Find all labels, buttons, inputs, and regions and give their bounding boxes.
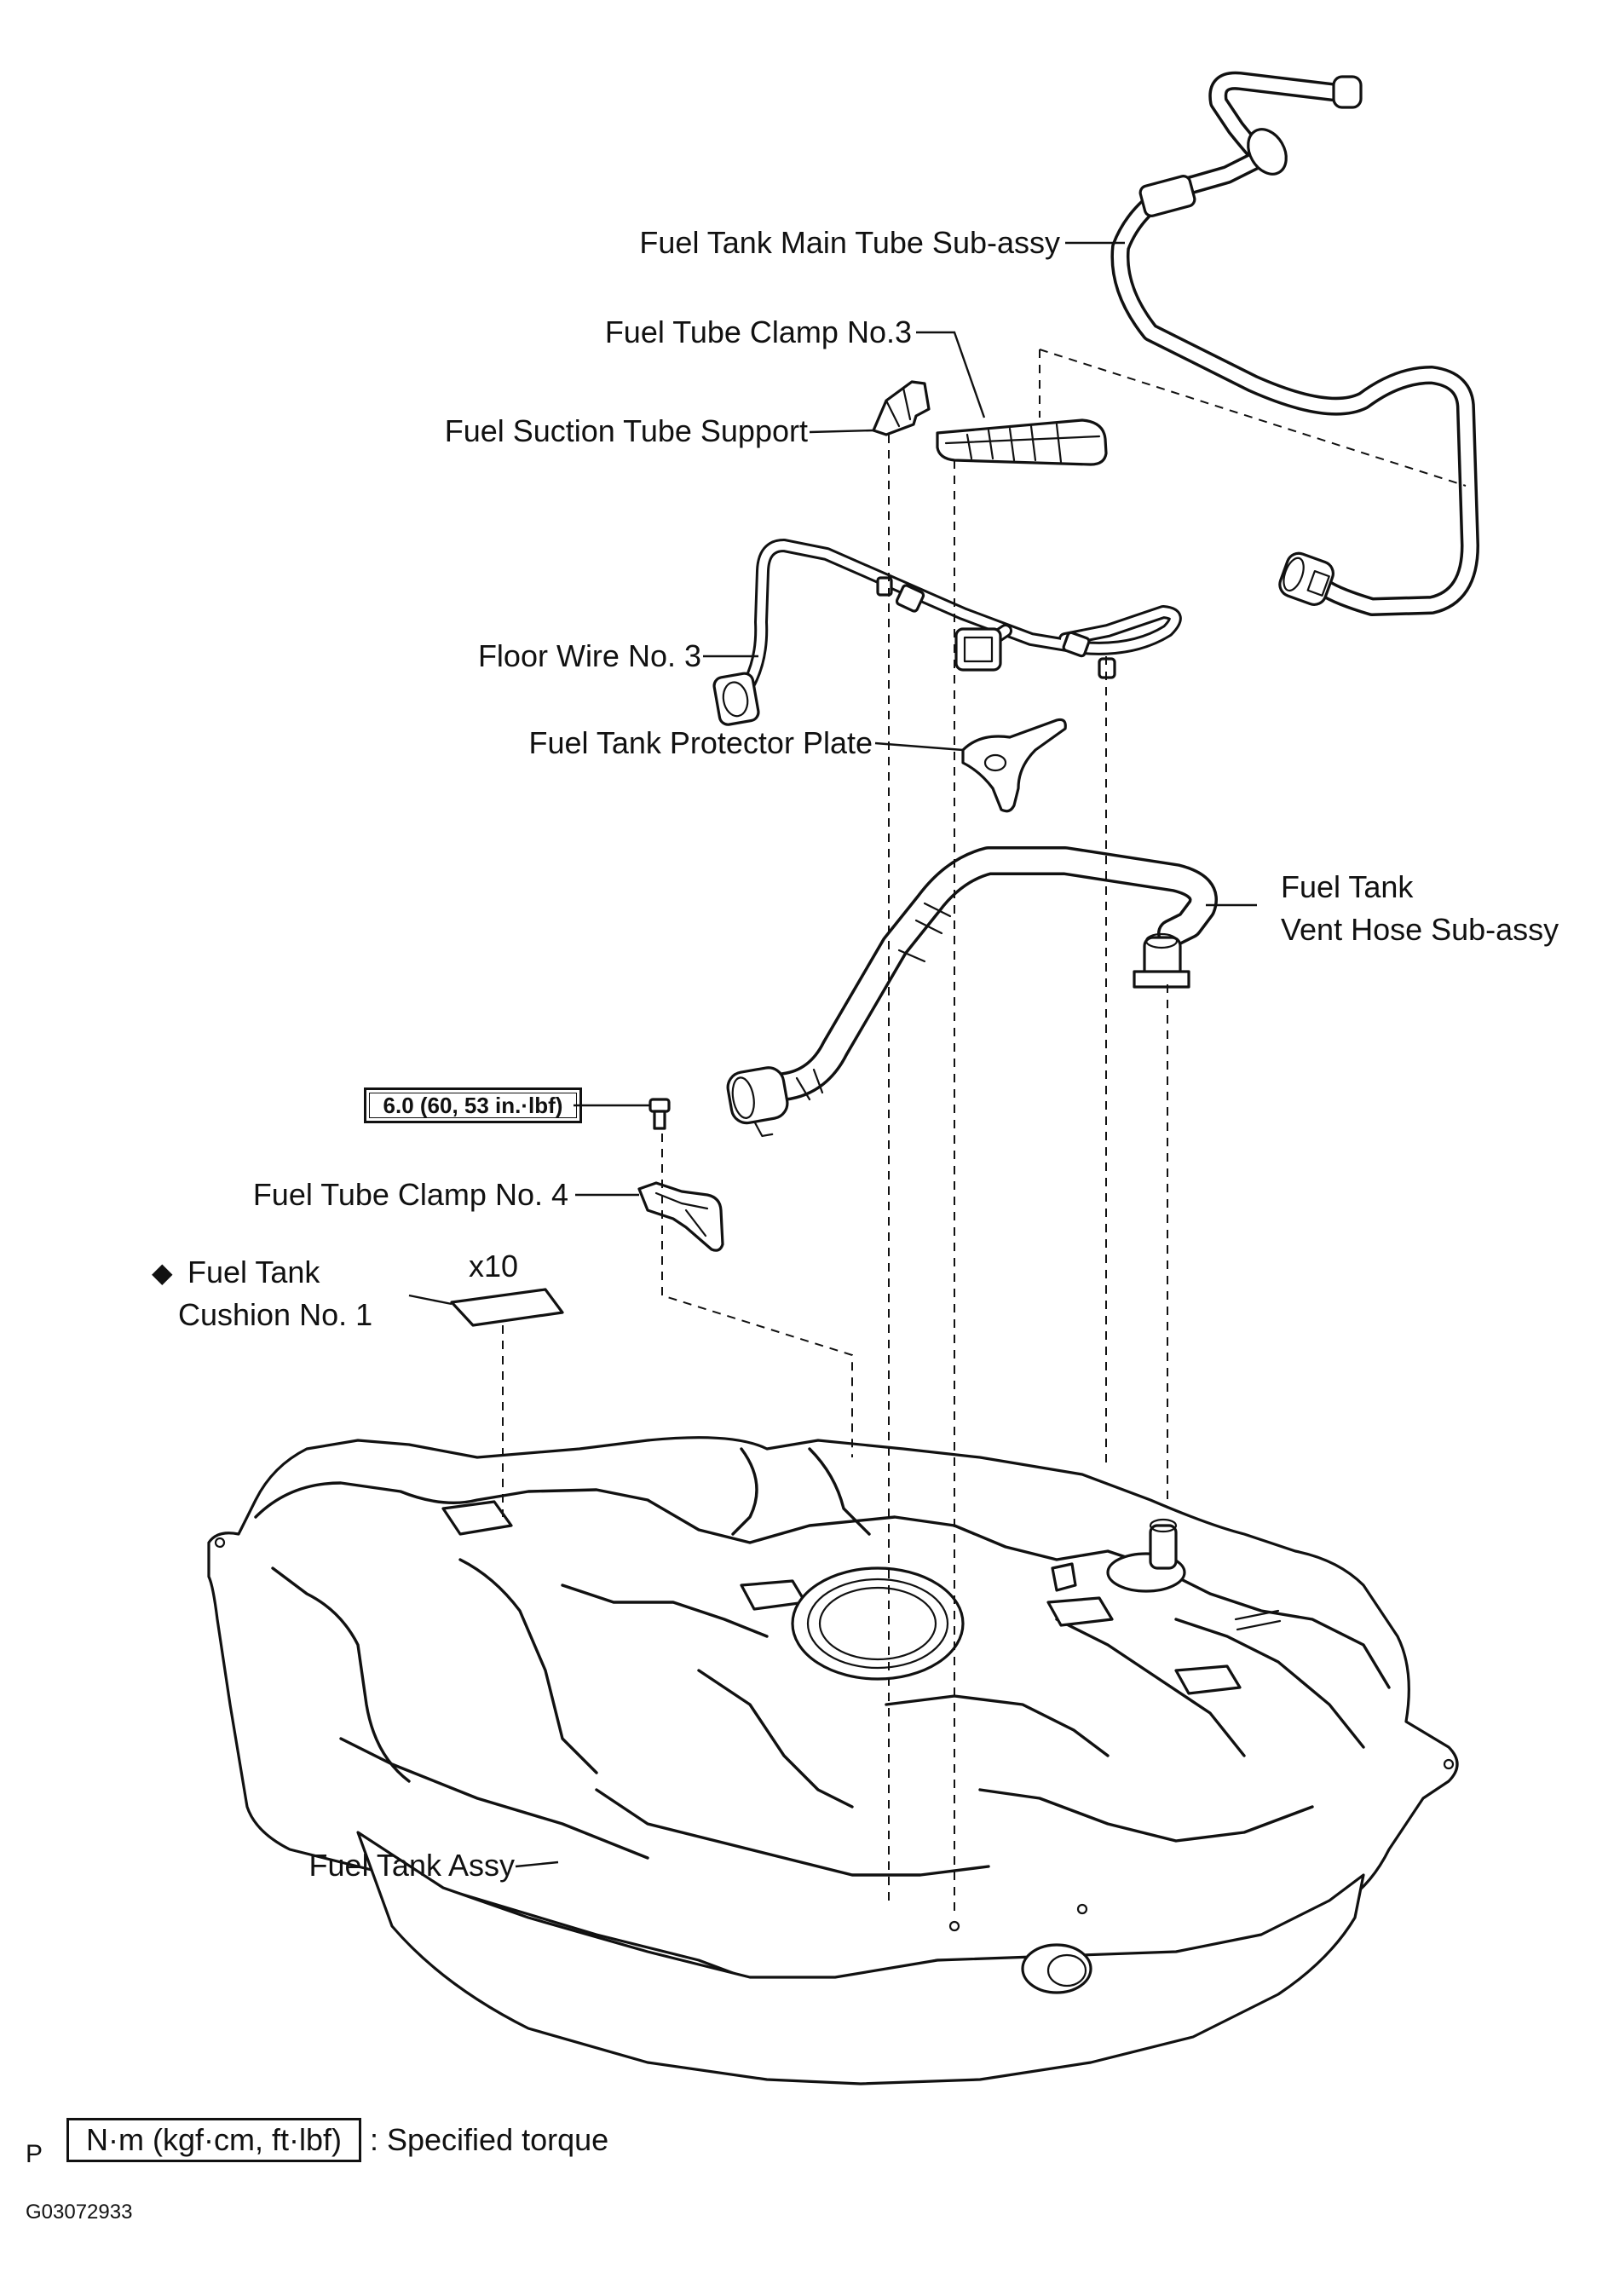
torque-legend-description: : Specified torque [370,2122,609,2157]
fuel-tube-clamp-no4-part [637,1181,724,1252]
fuel-tank-assy-part [207,1436,1459,2085]
fuel-tube-clamp-no3-part [936,418,1108,466]
label-protector-plate: Fuel Tank Protector Plate [528,725,873,760]
label-suction-support: Fuel Suction Tube Support [444,413,808,448]
fuel-tank-vent-hose-part [726,846,1218,1138]
fuel-tank-main-tube-part [1110,71,1479,616]
label-clamp-no4: Fuel Tube Clamp No. 4 [252,1177,568,1212]
bolt-part [648,1098,671,1130]
prefix-mark: P [26,2140,43,2168]
floor-wire-no3-part [712,539,1182,726]
fuel-suction-tube-support-part [872,380,931,436]
label-clamp-no3: Fuel Tube Clamp No.3 [604,314,912,349]
leader-lines [408,241,1257,1868]
label-vent-hose-line1: Fuel Tank [1281,869,1414,904]
alignment-lines [502,349,1467,1918]
label-tank-assy: Fuel Tank Assy [308,1848,515,1883]
label-cushion-line2: Cushion No. 1 [178,1297,373,1332]
torque-spec-value: 6.0 (60, 53 in.·lbf) [383,1093,563,1118]
drawing-id: G03072933 [26,2201,133,2224]
non-reusable-diamond-icon: ◆ [152,1257,173,1288]
label-cushion-qty: x10 [469,1249,519,1284]
label-floor-wire: Floor Wire No. 3 [477,638,701,673]
torque-spec-box: 6.0 (60, 53 in.·lbf) [364,1087,582,1123]
label-vent-hose-line2: Vent Hose Sub-assy [1281,912,1559,947]
fuel-tank-cushion-no1-part [450,1288,564,1327]
fuel-tank-protector-plate-part [961,718,1067,813]
label-main-tube: Fuel Tank Main Tube Sub-assy [639,225,1060,260]
label-cushion-line1: Fuel Tank [187,1255,320,1289]
torque-unit-legend-box: N·m (kgf·cm, ft·lbf) [66,2118,361,2162]
